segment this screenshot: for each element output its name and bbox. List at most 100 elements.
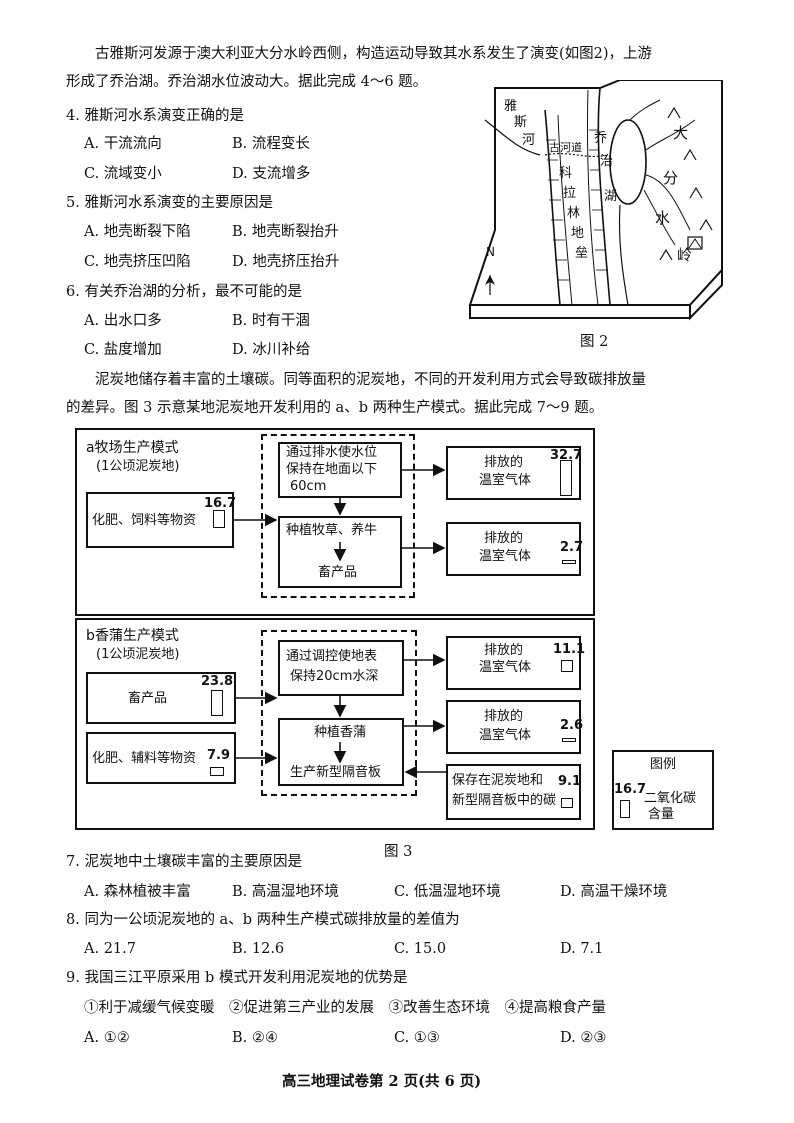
fig3-legend-label2: 含量 (648, 807, 675, 822)
q9-option-a[interactable]: A. ①② (84, 1030, 130, 1046)
fig3-a-subtitle: (1公顷泥炭地) (96, 459, 180, 474)
fig3-legend-box (612, 750, 714, 830)
q8-stem: 8. 同为一公顷泥炭地的 a、b 两种生产模式碳排放量的差值为 (66, 912, 460, 928)
q4-option-a[interactable]: A. 干流流向 (84, 136, 162, 152)
q6-option-b[interactable]: B. 时有干涸 (232, 313, 310, 329)
fig3-b-store-bar (561, 798, 573, 808)
fig3-b-out2-line2: 温室气体 (479, 728, 532, 743)
fig3-b-store-line1: 保存在泥炭地和 (452, 773, 544, 788)
fig3-a-out2-bar (562, 560, 576, 564)
q9-option-d[interactable]: D. ②③ (560, 1030, 607, 1046)
fig3-a-step2-box (278, 516, 402, 588)
q5-option-d[interactable]: D. 地壳挤压抬升 (232, 254, 340, 270)
q7-option-a[interactable]: A. 森林植被丰富 (84, 884, 191, 900)
fig3-b-in1-bar (211, 690, 223, 716)
fig3-b-title: b香蒲生产模式 (86, 628, 179, 644)
q6-option-d[interactable]: D. 冰川补给 (232, 342, 311, 358)
fig3-b-out1-box (446, 636, 581, 690)
fig2-label-zhi: 治 (600, 154, 614, 169)
q9-option-b[interactable]: B. ②④ (232, 1030, 278, 1046)
fig3-legend-value: 16.7 (614, 782, 647, 797)
q7-option-b[interactable]: B. 高温湿地环境 (232, 884, 339, 900)
fig3-legend-bar (620, 800, 630, 818)
fig3-a-out1-value: 32.7 (550, 448, 583, 463)
fig2-label-hu: 湖 (604, 189, 618, 204)
fig2-label-old-channel: 古河道 (549, 141, 582, 154)
q5-stem: 5. 雅斯河水系演变的主要原因是 (66, 195, 273, 211)
q5-option-a[interactable]: A. 地壳断裂下陷 (84, 224, 191, 240)
fig3-b-out1-value: 11.1 (553, 642, 586, 657)
q8-option-a[interactable]: A. 21.7 (84, 941, 136, 957)
fig3-a-out1-line1: 排放的 (484, 455, 524, 470)
fig3-b-store-box (446, 764, 581, 820)
fig3-b-step1-line2: 保持20cm水深 (290, 669, 379, 684)
fig2-label-da: 大 (673, 124, 689, 142)
fig3-a-title: a牧场生产模式 (86, 440, 179, 456)
figure2-block-diagram (468, 80, 723, 321)
q9-stem: 9. 我国三江平原采用 b 模式开发利用泥炭地的优势是 (66, 970, 408, 986)
fig3-legend-label1: 二氧化碳 (644, 791, 697, 806)
fig3-b-in2-label: 化肥、辅料等物资 (92, 751, 197, 766)
q6-option-c[interactable]: C. 盐度增加 (84, 342, 162, 358)
q4-stem: 4. 雅斯河水系演变正确的是 (66, 108, 244, 124)
fig3-a-step2: 种植牧草、养牛 (286, 523, 378, 538)
fig3-b-out1-line1: 排放的 (484, 643, 524, 658)
q9-items: ①利于减缓气候变暖 ②促进第三产业的发展 ③改善生态环境 ④提高粮食产量 (84, 1000, 606, 1016)
fig3-b-store-value: 9.1 (558, 774, 582, 789)
fig3-legend-title: 图例 (650, 757, 677, 772)
fig2-label-si: 斯 (514, 115, 528, 130)
fig3-a-out2-line1: 排放的 (484, 531, 524, 546)
q7-option-d[interactable]: D. 高温干燥环境 (560, 884, 668, 900)
fig3-b-step2: 种植香蒲 (314, 725, 367, 740)
figure3-caption: 图 3 (384, 844, 413, 860)
fig3-b-process-frame (261, 630, 417, 796)
fig3-a-input-bar (213, 510, 225, 528)
q4-option-d[interactable]: D. 支流增多 (232, 166, 311, 182)
q7-stem: 7. 泥炭地中土壤碳丰富的主要原因是 (66, 854, 302, 870)
fig3-a-out2-box (446, 522, 581, 576)
fig2-label-ya: 雅 (504, 99, 518, 114)
fig3-a-step1-line1: 通过排水使水位 (286, 445, 378, 460)
q6-option-a[interactable]: A. 出水口多 (84, 313, 162, 329)
fig3-a-out2-value: 2.7 (560, 540, 584, 555)
q6-stem: 6. 有关乔治湖的分析，最不可能的是 (66, 284, 302, 300)
fig3-a-out1-bar (560, 460, 572, 496)
fig3-a-product: 畜产品 (318, 565, 358, 580)
fig3-a-input-value: 16.7 (204, 496, 237, 511)
fig3-b-in1-value: 23.8 (201, 674, 234, 689)
fig3-b-in1-box (86, 672, 236, 724)
q8-option-c[interactable]: C. 15.0 (394, 941, 447, 957)
q9-option-c[interactable]: C. ①③ (394, 1030, 440, 1046)
fig3-b-in2-box (86, 732, 236, 784)
fig2-label-lei: 垒 (575, 246, 589, 261)
fig3-b-product: 生产新型隔音板 (290, 765, 382, 780)
fig3-a-step1-line2: 保持在地面以下 (286, 462, 378, 477)
intro2-line2: 的差异。图 3 示意某地泥炭地开发利用的 a、b 两种生产模式。据此完成 7～9… (66, 400, 604, 416)
fig3-b-out1-line2: 温室气体 (479, 660, 532, 675)
fig3-b-out2-bar (562, 738, 576, 742)
intro2-line1: 泥炭地储存着丰富的土壤碳。同等面积的泥炭地，不同的开发利用方式会导致碳排放量 (95, 372, 646, 388)
fig3-b-in1-label: 畜产品 (128, 691, 168, 706)
fig2-label-ke: 科 (559, 166, 573, 181)
fig3-a-out1-line2: 温室气体 (479, 473, 532, 488)
fig3-b-out2-value: 2.6 (560, 718, 584, 733)
fig3-b-step1-box (278, 640, 404, 696)
q5-option-c[interactable]: C. 地壳挤压凹陷 (84, 254, 191, 270)
q8-option-b[interactable]: B. 12.6 (232, 941, 285, 957)
fig3-b-in2-value: 7.9 (207, 748, 231, 763)
q8-option-d[interactable]: D. 7.1 (560, 941, 604, 957)
q4-option-b[interactable]: B. 流程变长 (232, 136, 310, 152)
page-footer: 高三地理试卷第 2 页(共 6 页) (282, 1073, 482, 1090)
q5-option-b[interactable]: B. 地壳断裂抬升 (232, 224, 339, 240)
fig2-label-la: 拉 (563, 186, 577, 201)
q4-option-c[interactable]: C. 流域变小 (84, 166, 162, 182)
fig2-label-qiao: 乔 (594, 131, 608, 146)
fig3-b-step2-box (278, 718, 404, 786)
q7-option-c[interactable]: C. 低温湿地环境 (394, 884, 501, 900)
fig3-a-out2-line2: 温室气体 (479, 549, 532, 564)
fig3-a-input-box (86, 492, 234, 548)
fig3-b-out2-box (446, 700, 581, 754)
fig3-b-out1-bar (561, 660, 573, 672)
fig2-north-label: N (486, 245, 495, 259)
